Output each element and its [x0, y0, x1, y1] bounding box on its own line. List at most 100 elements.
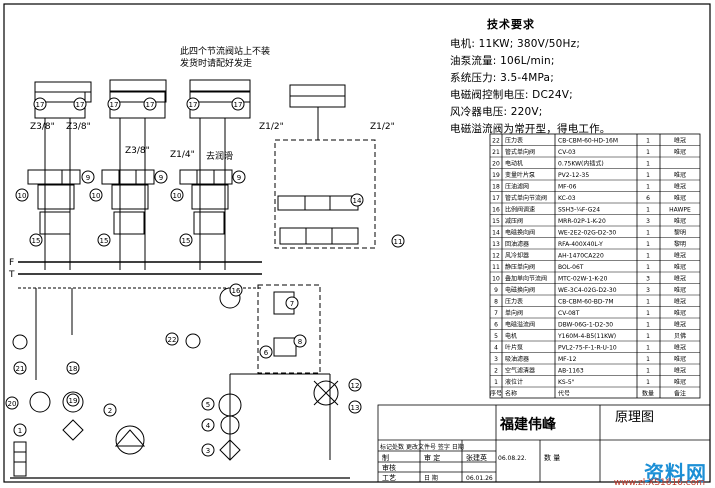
port-label: Z3/8" — [125, 146, 150, 156]
bom-cell-qty: 6 — [646, 195, 650, 202]
bom-cell-remark: 唯冠 — [674, 378, 686, 386]
bom-cell-code: PVL2-75-F-1-R-U-10 — [558, 345, 617, 352]
bom-cell-remark: 唯冠 — [674, 367, 686, 375]
svg-text:10: 10 — [173, 192, 182, 200]
bom-cell-name: 比例阀调速 — [505, 206, 535, 214]
svg-text:14: 14 — [353, 197, 362, 205]
title-block — [377, 404, 711, 483]
requirement-line: 风冷器电压: 220V; — [450, 106, 543, 118]
svg-text:12: 12 — [351, 382, 360, 390]
svg-text:16: 16 — [232, 287, 241, 295]
svg-text:22: 22 — [168, 336, 177, 344]
bom-cell-remark: 唯冠 — [674, 252, 686, 260]
svg-text:13: 13 — [351, 404, 360, 412]
bom-cell-remark: 唯冠 — [674, 355, 686, 363]
bom-cell-name: 电磁换向阀 — [505, 229, 535, 237]
check-label: 审核 — [382, 464, 396, 472]
svg-text:3: 3 — [206, 447, 210, 455]
svg-text:15: 15 — [100, 237, 109, 245]
bom-cell-code: CB-CBM-60-BD-7M — [558, 299, 614, 306]
bom-cell-no: 18 — [492, 184, 500, 191]
svg-text:11: 11 — [394, 238, 403, 246]
bom-cell-name: 压油滤网 — [505, 183, 529, 191]
bom-cell-no: 19 — [492, 172, 500, 179]
bom-header-remark: 备注 — [674, 390, 686, 398]
svg-text:10: 10 — [18, 192, 27, 200]
bom-cell-qty: 3 — [646, 287, 650, 294]
bom-cell-qty: 1 — [646, 138, 650, 145]
bom-cell-no: 21 — [492, 149, 500, 156]
scale-label: 数 量 — [544, 454, 561, 462]
revision-header: 标记处数 更改文件号 签字 日期 — [380, 444, 464, 451]
bom-cell-remark: HAWPE — [669, 207, 691, 214]
bom-cell-code: Y160M-4-B5(11KW) — [557, 333, 616, 340]
bom-cell-remark: 唯冠 — [674, 344, 686, 352]
lube-note: 去润滑 — [206, 152, 234, 162]
bom-cell-no: 13 — [492, 241, 500, 248]
bom-cell-code: CV-08T — [558, 310, 580, 317]
requirement-line: 油泵流量: 106L/min; — [450, 55, 555, 67]
bom-cell-qty: 1 — [646, 345, 650, 352]
bom-cell-remark: 唯冠 — [674, 137, 686, 145]
bom-cell-remark: 唯冠 — [674, 309, 686, 317]
bom-cell-no: 7 — [494, 310, 498, 317]
rail-label-f: F — [9, 258, 15, 268]
port-label: Z1/2" — [370, 122, 395, 132]
bom-cell-code: PV2-12-35 — [558, 172, 589, 179]
port-label: Z3/8" — [66, 122, 91, 132]
bom-cell-qty: 1 — [646, 333, 650, 340]
bom-cell-no: 16 — [492, 207, 500, 214]
bom-cell-name: 回油滤器 — [505, 240, 529, 248]
bom-cell-name: 管式单向节流阀 — [505, 194, 547, 202]
svg-text:5: 5 — [206, 401, 210, 409]
bom-cell-remark: 黎明 — [674, 240, 686, 248]
main-valve-block — [229, 84, 376, 460]
requirement-line: 电机: 11KW; 380V/50Hz; — [450, 38, 581, 50]
bom-cell-code: KS-5" — [558, 379, 575, 386]
bom-cell-name: 电动机 — [505, 160, 523, 168]
bom-cell-name: 液位计 — [505, 378, 523, 386]
svg-text:8: 8 — [298, 338, 302, 346]
bom-cell-code: WE-2E2-02G-D2-30 — [558, 230, 616, 237]
bom-cell-no: 17 — [492, 195, 500, 202]
bom-cell-remark: 唯冠 — [674, 217, 686, 225]
bom-cell-remark: 唯冠 — [674, 183, 686, 191]
company-name: 福建伟峰 — [500, 417, 556, 433]
bom-cell-no: 5 — [494, 333, 498, 340]
requirement-line: 系统压力: 3.5-4MPa; — [450, 72, 554, 84]
watermark-url: www.zl.XS1616.com — [613, 478, 705, 488]
svg-text:17: 17 — [36, 101, 45, 109]
bom-cell-code: RFA-400X40L-Y — [558, 241, 603, 248]
svg-text:20: 20 — [8, 400, 17, 408]
rail-label-t: T — [9, 270, 15, 280]
bom-cell-code: MRR-02P-1-K-20 — [558, 218, 606, 225]
svg-text:4: 4 — [206, 422, 211, 430]
svg-text:17: 17 — [76, 101, 85, 109]
svg-text:17: 17 — [110, 101, 119, 109]
bom-row-lines — [490, 145, 700, 388]
reviewer-role: 审 定 — [424, 454, 441, 462]
bom-cell-qty: 1 — [646, 161, 650, 168]
bom-cell-code: MTC-02W-1-K-20 — [558, 276, 608, 283]
bom-cell-name: 电磁换向阀 — [505, 286, 535, 294]
bom-header-name: 名称 — [505, 390, 517, 398]
bom-cell-name: 叠加单向节流阀 — [505, 275, 547, 283]
bom-cell-qty: 1 — [646, 184, 650, 191]
bom-cell-no: 1 — [494, 379, 498, 386]
bom-cell-code: KC-03 — [558, 195, 576, 202]
bom-cell-no: 15 — [492, 218, 500, 225]
bom-cell-name: 空气滤清器 — [505, 367, 535, 375]
bom-cell-remark: 唯冠 — [674, 194, 686, 202]
bom-cell-name: 静压单向阀 — [505, 263, 535, 271]
bom-cell-no: 3 — [494, 356, 498, 363]
date-label: 日 期 — [424, 475, 438, 482]
svg-text:17: 17 — [189, 101, 198, 109]
bom-cell-qty: 1 — [646, 264, 650, 271]
review-date: 06.08.22. — [498, 455, 527, 462]
bom-cell-name: 吸油滤器 — [505, 355, 529, 363]
requirements-title: 技术要求 — [487, 18, 535, 31]
bom-cell-no: 11 — [492, 264, 500, 271]
bom-cell-name: 电机 — [505, 332, 517, 340]
bom-cell-remark: 唯冠 — [674, 321, 686, 329]
